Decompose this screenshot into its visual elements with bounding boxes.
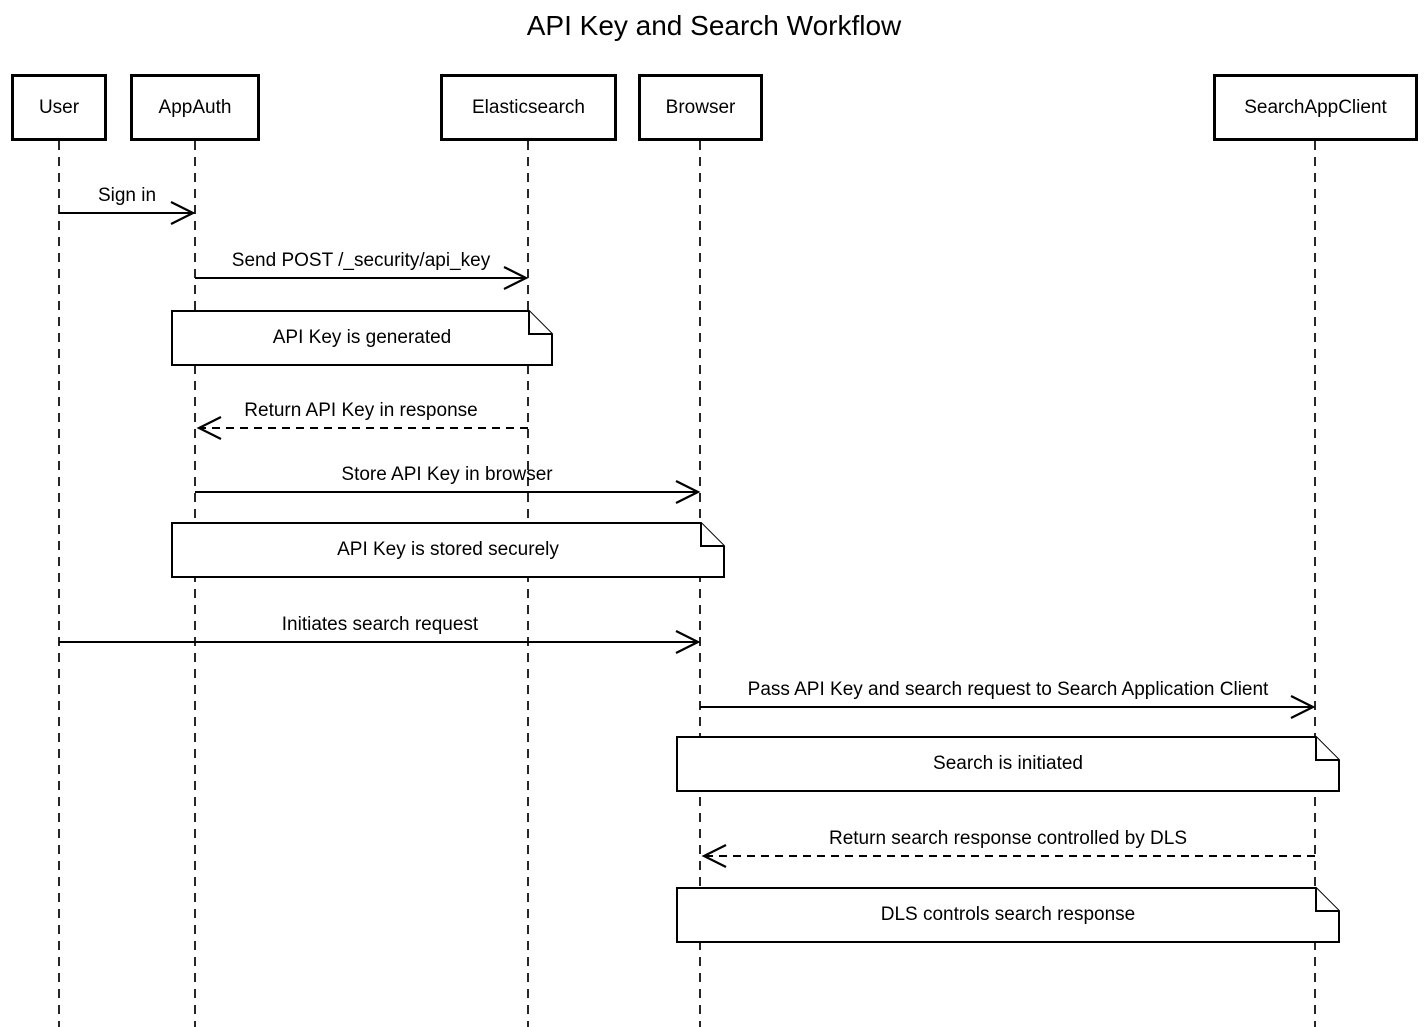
message-label: Sign in	[97, 185, 157, 206]
message-label: Pass API Key and search request to Searc…	[747, 679, 1269, 700]
message-label: Return search response controlled by DLS	[828, 828, 1188, 849]
participant-browser: Browser	[638, 74, 763, 141]
participant-label: User	[38, 96, 80, 118]
note-label: API Key is stored securely	[337, 539, 559, 560]
note-shape-dls-controls	[676, 887, 1340, 943]
note-shape-api-key-stored	[171, 522, 725, 578]
participant-label: AppAuth	[158, 96, 232, 118]
note-shape-search-initiated	[676, 736, 1340, 792]
message-label: Store API Key in browser	[341, 464, 553, 485]
diagram-title: API Key and Search Workflow	[526, 10, 902, 41]
participant-searchappclient: SearchAppClient	[1213, 74, 1418, 141]
participant-elasticsearch: Elasticsearch	[440, 74, 617, 141]
participant-label: Elasticsearch	[472, 96, 585, 118]
note-label: Search is initiated	[933, 753, 1083, 774]
note-fold-corner	[528, 311, 552, 335]
message-label: Return API Key in response	[244, 400, 478, 421]
note-fold-corner	[1315, 888, 1339, 912]
participant-user: User	[11, 74, 107, 141]
note-label: API Key is generated	[272, 327, 452, 348]
participant-label: Browser	[665, 96, 736, 118]
note-label: DLS controls search response	[880, 904, 1136, 925]
note-fold-corner	[1315, 737, 1339, 761]
message-label: Send POST /_security/api_key	[231, 250, 491, 271]
participant-appauth: AppAuth	[130, 74, 260, 141]
message-label: Initiates search request	[281, 614, 479, 635]
note-fold-corner	[700, 523, 724, 547]
note-shape-api-key-generated	[171, 310, 553, 366]
participant-label: SearchAppClient	[1244, 96, 1387, 118]
